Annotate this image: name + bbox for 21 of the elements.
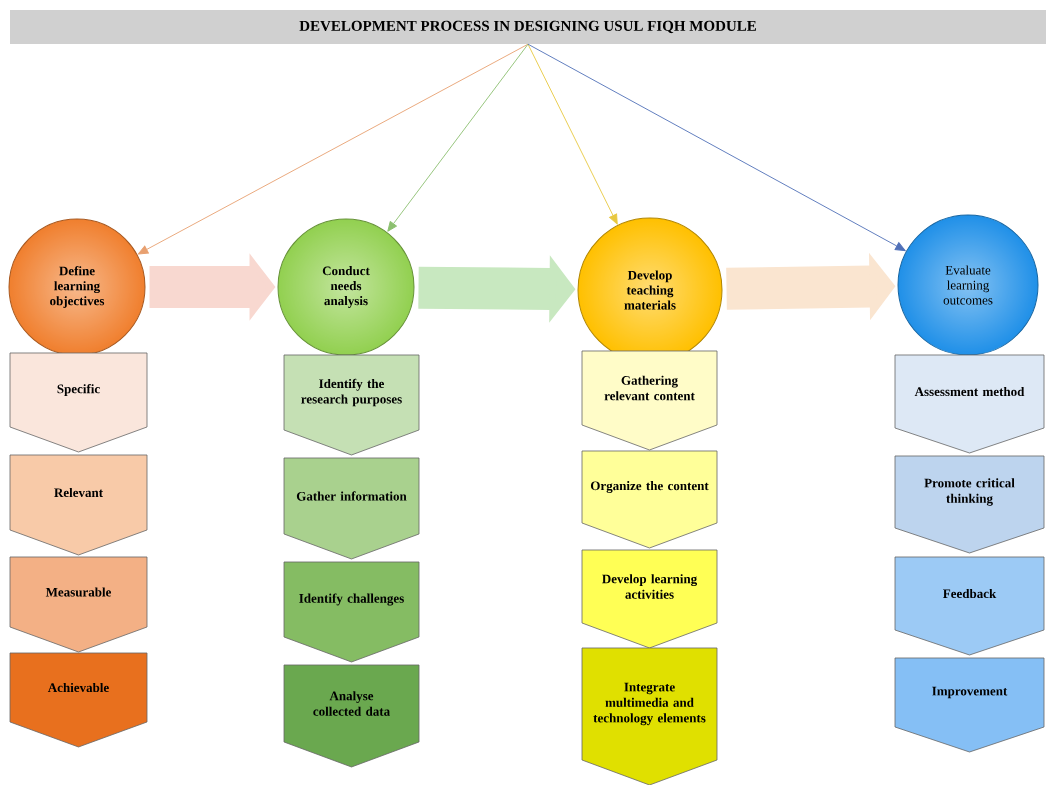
chevron-box: Gather information (283, 457, 420, 560)
chevron-box: Specific (9, 352, 148, 453)
chevron-box: Promote critical thinking (894, 455, 1045, 554)
chevron-box: Analyse collected data (283, 664, 420, 768)
chevron-box: Relevant (9, 454, 148, 556)
chevron-box: Integrate multimedia and technology elements (581, 647, 718, 785)
chevron-box: Assessment method (894, 354, 1045, 454)
arrow (137, 43, 529, 255)
chevron-box: Measurable (9, 556, 148, 653)
chevron-box: Organize the content (581, 450, 718, 549)
chevron-box: Develop learning activities (581, 549, 718, 649)
title-bar: DEVELOPMENT PROCESS IN DESIGNING USUL FIQH MODULE (10, 10, 1046, 44)
chevron-box: Feedback (894, 556, 1045, 656)
chevron-box: Identify challenges (283, 561, 420, 663)
arrow (527, 43, 906, 252)
chevron-box: Gathering relevant content (581, 350, 718, 451)
chevron-box: Improvement (894, 657, 1045, 753)
arrow (387, 43, 529, 232)
chevron-box: Identify the research purposes (283, 354, 420, 456)
arrow (527, 43, 618, 225)
chevron-box: Achievable (9, 652, 148, 748)
